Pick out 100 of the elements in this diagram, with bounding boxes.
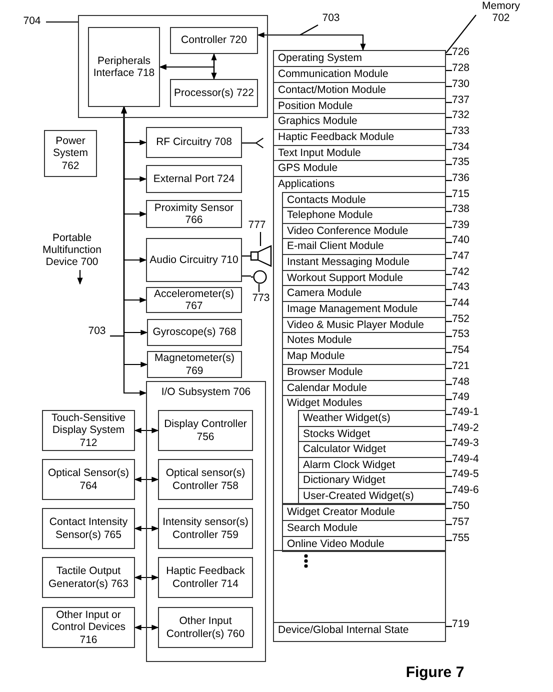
reference-number: 742 bbox=[452, 266, 494, 279]
speaker-icon bbox=[251, 246, 271, 266]
component-box: Other Input or Control Devices 716 bbox=[42, 607, 135, 648]
leader-line bbox=[446, 414, 452, 416]
reference-number: 749 bbox=[452, 391, 494, 404]
leader-line bbox=[446, 14, 476, 54]
device-label: Portable Multifunction Device 700 bbox=[26, 232, 118, 270]
component-box: Contact Intensity Sensor(s) 765 bbox=[42, 508, 135, 549]
component-box: Other Input Controller(s) 760 bbox=[158, 607, 253, 648]
arrow bbox=[242, 138, 264, 148]
reference-number: 719 bbox=[452, 618, 494, 631]
leader-line bbox=[446, 86, 452, 88]
reference-number: 703 bbox=[318, 12, 344, 25]
leader-line bbox=[446, 444, 452, 446]
reference-number: 773 bbox=[248, 292, 274, 305]
leader-line bbox=[446, 242, 452, 244]
memory-box bbox=[273, 50, 446, 642]
leader-line bbox=[77, 270, 83, 285]
leader-line bbox=[446, 288, 452, 290]
leader-line bbox=[446, 304, 452, 306]
arrow bbox=[257, 32, 366, 51]
module-group bbox=[273, 176, 446, 551]
module-row: Contacts Module bbox=[282, 192, 446, 208]
microphone-icon bbox=[251, 270, 267, 284]
leader-line bbox=[110, 335, 124, 337]
arrow bbox=[134, 574, 159, 580]
arrow bbox=[134, 428, 159, 434]
reference-number: 704 bbox=[18, 15, 46, 29]
reference-number: 749-2 bbox=[452, 422, 494, 435]
leader-line bbox=[446, 116, 452, 118]
reference-number: 750 bbox=[452, 500, 494, 513]
reference-number: 755 bbox=[452, 532, 494, 545]
reference-number: 757 bbox=[452, 516, 494, 529]
component-box: Processor(s) 722 bbox=[170, 79, 258, 107]
leader-line bbox=[446, 54, 452, 56]
leader-line bbox=[446, 258, 452, 260]
leader-line bbox=[446, 626, 452, 628]
leader-line bbox=[446, 180, 452, 182]
leader-line bbox=[446, 540, 452, 542]
leader-line bbox=[446, 210, 452, 212]
group-title: Applications bbox=[278, 178, 335, 190]
component-box: Proximity Sensor 766 bbox=[146, 200, 242, 228]
reference-number: 748 bbox=[452, 376, 494, 389]
component-box: Controller 720 bbox=[170, 27, 258, 54]
component-box: Haptic Feedback Controller 714 bbox=[158, 557, 253, 598]
component-box: Audio Circuitry 710 bbox=[146, 238, 242, 282]
group-title: Widget Modules bbox=[287, 397, 362, 410]
leader-line bbox=[446, 164, 452, 166]
reference-number: 732 bbox=[452, 109, 494, 122]
leader-line bbox=[446, 476, 452, 478]
reference-number: 749-5 bbox=[452, 468, 494, 481]
arrow bbox=[134, 624, 159, 630]
figure-caption: Figure 7 bbox=[404, 664, 466, 681]
leader-line bbox=[446, 384, 452, 386]
leader-line bbox=[446, 460, 452, 462]
component-box: Touch-Sensitive Display System 712 bbox=[42, 410, 135, 451]
leader-line bbox=[446, 508, 452, 510]
reference-number: 715 bbox=[452, 188, 494, 201]
leader-line bbox=[446, 336, 452, 338]
reference-number: 747 bbox=[452, 250, 494, 263]
outline-box bbox=[78, 15, 268, 118]
component-box: Optical Sensor(s) 764 bbox=[42, 459, 135, 500]
reference-number: 734 bbox=[452, 141, 494, 154]
reference-number: 721 bbox=[452, 360, 494, 373]
reference-number: 740 bbox=[452, 234, 494, 247]
reference-number: 754 bbox=[452, 344, 494, 357]
leader-line bbox=[446, 352, 452, 354]
arrow bbox=[211, 53, 217, 80]
component-box: RF Circuitry 708 bbox=[146, 127, 242, 158]
reference-number: 749-4 bbox=[452, 453, 494, 466]
reference-number: 744 bbox=[452, 297, 494, 310]
leader-line bbox=[300, 24, 318, 36]
reference-number: 735 bbox=[452, 156, 494, 169]
leader-line bbox=[260, 232, 262, 246]
leader-line bbox=[446, 148, 452, 150]
reference-number: 777 bbox=[244, 219, 270, 232]
leader-line bbox=[446, 398, 452, 400]
memory-label: Memory 702 bbox=[476, 0, 526, 30]
reference-number: 733 bbox=[452, 125, 494, 138]
reference-number: 730 bbox=[452, 78, 494, 91]
leader-line bbox=[446, 226, 452, 228]
reference-number: 739 bbox=[452, 219, 494, 232]
module-group bbox=[282, 395, 446, 504]
component-box: Accelerometer(s) 767 bbox=[146, 287, 242, 313]
component-box: Gyroscope(s) 768 bbox=[147, 319, 242, 346]
arrow bbox=[159, 64, 215, 79]
component-box: Power System 762 bbox=[44, 130, 97, 177]
group-title: I/O Subsystem 706 bbox=[160, 386, 252, 398]
leader-line bbox=[446, 368, 452, 370]
reference-number: 737 bbox=[452, 94, 494, 107]
reference-number: 728 bbox=[452, 62, 494, 75]
component-box: Magnetometer(s) 769 bbox=[147, 351, 242, 378]
reference-number: 749-6 bbox=[452, 484, 494, 497]
module-row: Weather Widget(s) bbox=[298, 410, 446, 427]
reference-number: 752 bbox=[452, 313, 494, 326]
reference-number: 753 bbox=[452, 328, 494, 341]
reference-number: 703 bbox=[84, 325, 110, 338]
arrow bbox=[134, 526, 159, 532]
leader-line bbox=[446, 274, 452, 276]
reference-number: 726 bbox=[452, 46, 494, 59]
